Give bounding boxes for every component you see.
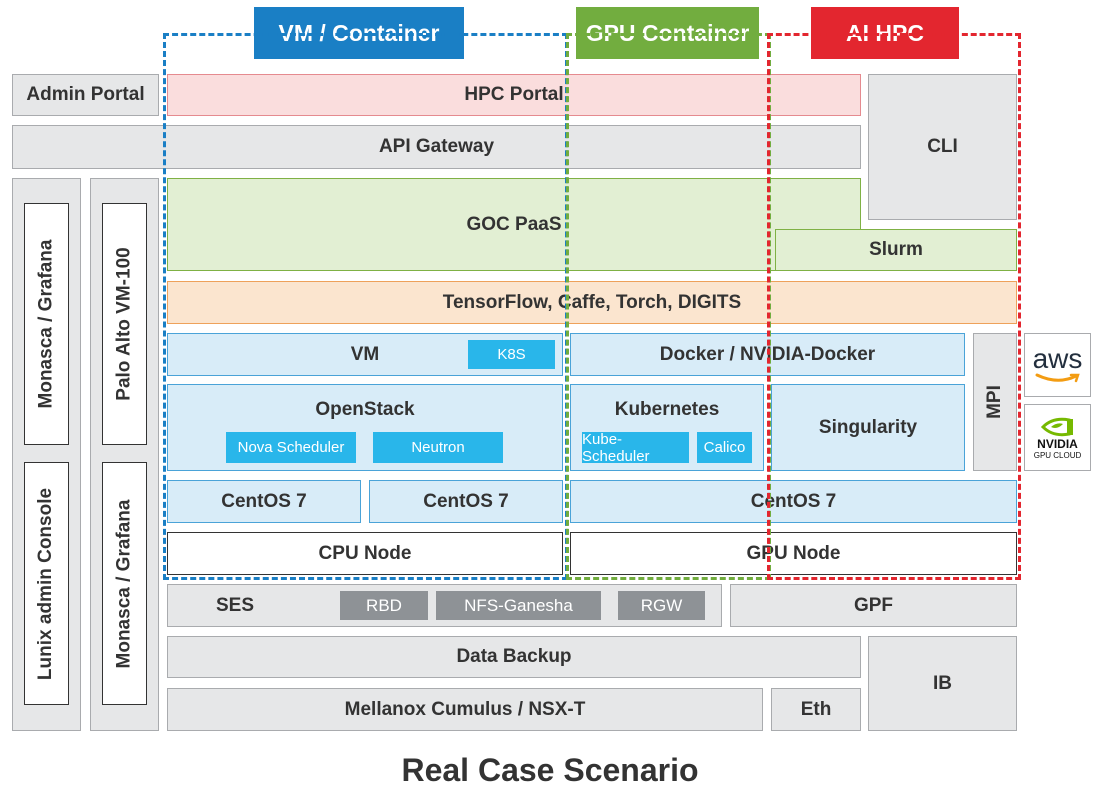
slurm: Slurm (775, 229, 1017, 271)
kube-scheduler-chip: Kube-Scheduler (582, 431, 689, 465)
admin-portal: Admin Portal (12, 74, 159, 116)
eth: Eth (771, 688, 861, 731)
docker-nvidia-docker: Docker / NVIDIA-Docker (570, 333, 965, 376)
nvidia-eye-icon (1040, 417, 1073, 436)
api-gateway: API Gateway (12, 125, 861, 169)
cpu-node: CPU Node (167, 532, 563, 575)
centos-cpu-1: CentOS 7 (167, 480, 361, 523)
centos-gpu: CentOS 7 (570, 480, 1017, 523)
monasca-grafana-right-label: Monasca / Grafana (113, 499, 135, 668)
mpi-label: MPI (984, 385, 1005, 419)
lunix-admin-console: Lunix admin Console (24, 462, 69, 705)
palo-alto-label: Palo Alto VM-100 (113, 247, 135, 401)
monasca-grafana-left: Monasca / Grafana (24, 203, 69, 445)
nova-scheduler-chip: Nova Scheduler (226, 432, 356, 463)
openstack-label: OpenStack (315, 399, 415, 420)
calico-chip: Calico (697, 432, 752, 463)
rgw-chip: RGW (618, 591, 705, 620)
diagram-caption: Real Case Scenario (401, 752, 699, 788)
aws-logo: aws (1024, 333, 1091, 397)
singularity: Singularity (771, 384, 965, 471)
nvidia-logo-subtext: GPU CLOUD (1033, 450, 1082, 460)
monasca-grafana-right: Monasca / Grafana (102, 462, 147, 705)
rbd-chip: RBD (340, 591, 428, 620)
ai-hpc-header: AI HPC (811, 7, 959, 59)
vm-container-header: VM / Container (254, 7, 464, 59)
ib: IB (868, 636, 1017, 731)
neutron-chip: Neutron (373, 432, 503, 463)
ses-label: SES (216, 594, 255, 616)
data-backup: Data Backup (167, 636, 861, 678)
gpu-container-header: GPU Container (576, 7, 759, 59)
vm-label: VM (350, 343, 380, 365)
nvidia-logo-text: NVIDIA (1037, 436, 1078, 451)
hpc-portal: HPC Portal (167, 74, 861, 116)
palo-alto: Palo Alto VM-100 (102, 203, 147, 445)
aws-smile-icon (1035, 373, 1080, 383)
mpi: MPI (973, 333, 1017, 471)
lunix-admin-console-label: Lunix admin Console (35, 487, 57, 680)
kubernetes-label: Kubernetes (614, 399, 720, 420)
mellanox-cumulus: Mellanox Cumulus / NSX-T (167, 688, 763, 731)
frameworks: TensorFlow, Caffe, Torch, DIGITS (167, 281, 1017, 324)
k8s-chip: K8S (468, 340, 555, 369)
cli: CLI (868, 74, 1017, 220)
aws-logo-text: aws (1032, 343, 1083, 374)
nvidia-gpu-cloud-logo: NVIDIA GPU CLOUD (1024, 404, 1091, 471)
gpf: GPF (730, 584, 1017, 627)
goc-paas: GOC PaaS (167, 178, 861, 271)
gpu-node: GPU Node (570, 532, 1017, 575)
nfs-ganesha-chip: NFS-Ganesha (436, 591, 601, 620)
monasca-grafana-left-label: Monasca / Grafana (35, 239, 57, 409)
centos-cpu-2: CentOS 7 (369, 480, 563, 523)
